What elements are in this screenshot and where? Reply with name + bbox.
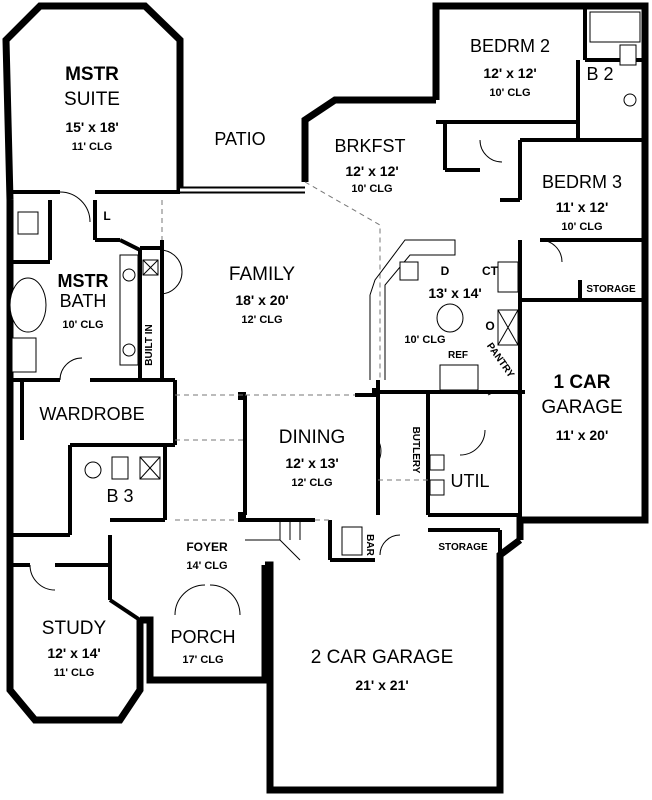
dining-ceiling: 12' CLG — [291, 477, 332, 489]
porch-ceiling: 17' CLG — [182, 654, 223, 666]
two-car-garage-size: 21' x 21' — [355, 677, 408, 693]
kitchen-counters — [369, 239, 519, 496]
master-suite-ceiling: 11' CLG — [72, 141, 113, 153]
butlery-label: BUTLERY — [410, 427, 421, 474]
bedrm2-title: BEDRM 2 — [470, 36, 550, 56]
two-car-garage-title: 2 CAR GARAGE — [311, 647, 454, 668]
built-in-label: BUILT IN — [144, 324, 155, 365]
bedrm3-size: 11' x 12' — [556, 199, 609, 215]
kitchen-size: 13' x 14' — [428, 285, 481, 301]
study: STUDY 12' x 14' 11' CLG — [42, 618, 107, 679]
kitchen-ceiling: 10' CLG — [404, 334, 445, 346]
patio-label: PATIO — [214, 129, 265, 149]
bedrm2-size: 12' x 12' — [483, 65, 536, 81]
ct-label: CT — [482, 264, 499, 278]
dining-title: DINING — [279, 427, 346, 448]
one-car-garage-title: 1 CAR — [553, 372, 610, 393]
dining-room: DINING 12' x 13' 12' CLG — [279, 427, 346, 489]
brkfst-title: BRKFST — [334, 136, 405, 156]
bedroom-2: BEDRM 2 12' x 12' 10' CLG — [470, 36, 550, 99]
b3-label: B 3 — [106, 486, 133, 506]
brkfst-ceiling: 10' CLG — [351, 183, 392, 195]
dishwasher-label: D — [441, 264, 450, 278]
master-bath: MSTR BATH 10' CLG — [58, 271, 109, 331]
porch-title: PORCH — [170, 627, 235, 647]
porch: PORCH 17' CLG — [170, 627, 235, 666]
bath-fixtures — [9, 11, 641, 556]
master-bath-ceiling: 10' CLG — [62, 319, 103, 331]
interior-walls — [10, 6, 645, 622]
one-car-garage: 1 CAR GARAGE 11' x 20' — [541, 372, 622, 443]
study-title: STUDY — [42, 618, 107, 639]
master-suite-subtitle: SUITE — [64, 89, 120, 110]
family-title: FAMILY — [229, 264, 295, 285]
foyer-ceiling: 14' CLG — [186, 560, 227, 572]
master-suite-title: MSTR — [65, 64, 119, 85]
family-room: FAMILY 18' x 20' 12' CLG — [229, 264, 295, 326]
dining-size: 12' x 13' — [285, 455, 338, 471]
one-car-garage-size: 11' x 20' — [556, 427, 609, 443]
util-label: UTIL — [450, 471, 489, 491]
breakfast: BRKFST 12' x 12' 10' CLG — [334, 136, 405, 195]
bedrm3-title: BEDRM 3 — [542, 172, 622, 192]
study-size: 12' x 14' — [47, 645, 100, 661]
ceiling-lines — [161, 181, 428, 521]
bedrm3-ceiling: 10' CLG — [561, 221, 602, 233]
master-suite: MSTR SUITE 15' x 18' 11' CLG — [64, 64, 120, 153]
bedroom-3: BEDRM 3 11' x 12' 10' CLG — [542, 172, 622, 233]
two-car-garage: 2 CAR GARAGE 21' x 21' — [311, 647, 454, 693]
brkfst-size: 12' x 12' — [345, 163, 398, 179]
linen-closet-label: L — [103, 209, 110, 223]
pantry-label: PANTRY — [484, 341, 516, 380]
master-bath-subtitle: BATH — [60, 291, 107, 311]
b2-label: B 2 — [586, 64, 613, 84]
wardrobe-label: WARDROBE — [39, 404, 144, 424]
storage-bottom-label: STORAGE — [438, 542, 488, 553]
one-car-garage-subtitle: GARAGE — [541, 397, 622, 418]
family-ceiling: 12' CLG — [241, 314, 282, 326]
foyer: FOYER 14' CLG — [186, 540, 228, 572]
foyer-title: FOYER — [186, 540, 228, 554]
master-suite-size: 15' x 18' — [65, 119, 118, 135]
study-ceiling: 11' CLG — [54, 667, 95, 679]
bar-label: BAR — [364, 534, 375, 556]
oven-label: O — [485, 319, 494, 333]
storage-top-label: STORAGE — [586, 284, 636, 295]
family-size: 18' x 20' — [235, 292, 288, 308]
bedrm2-ceiling: 10' CLG — [489, 87, 530, 99]
doors — [29, 139, 563, 616]
ref-label: REF — [448, 350, 468, 361]
master-bath-title: MSTR — [58, 271, 109, 291]
